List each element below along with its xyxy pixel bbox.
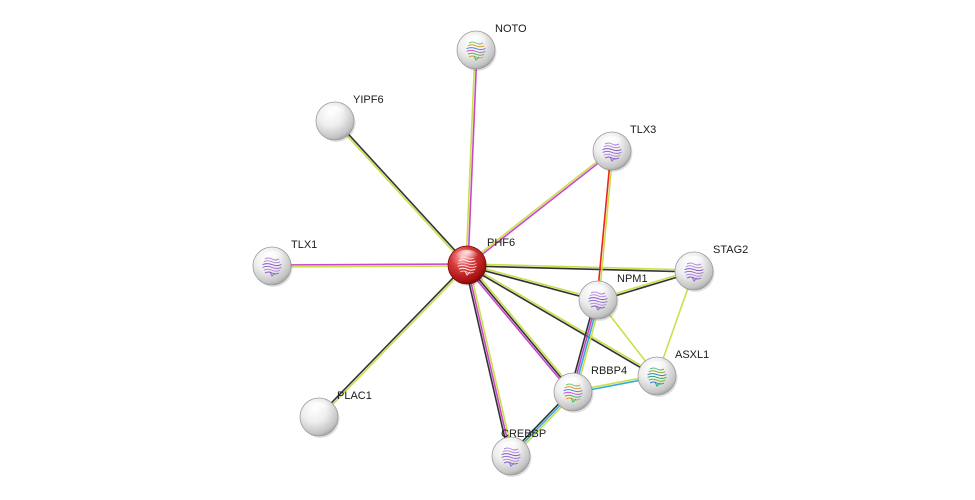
- edge-strand-experiments: [466, 150, 614, 267]
- node-highlight: [682, 255, 706, 270]
- node-highlight: [323, 105, 347, 120]
- node-label: YIPF6: [353, 94, 384, 106]
- node-crebbp[interactable]: CREBBP: [491, 428, 546, 477]
- node-highlight: [561, 376, 585, 391]
- edge-strand-textmining: [465, 149, 613, 266]
- edge-strand-experiments: [467, 49, 478, 266]
- edge-strand-experiments: [466, 264, 512, 457]
- edge-phf6-yipf6[interactable]: [333, 119, 469, 267]
- edge-phf6-npm1[interactable]: [465, 263, 600, 302]
- edge-tlx3-npm1[interactable]: [596, 150, 614, 301]
- node-noto[interactable]: NOTO: [456, 23, 527, 71]
- node-yipf6[interactable]: YIPF6: [315, 94, 384, 142]
- edge-phf6-rbbp4[interactable]: [464, 262, 576, 395]
- edge-strand-experiments: [271, 263, 468, 266]
- edge-phf6-noto[interactable]: [465, 49, 478, 266]
- edge-strand-textmining: [467, 262, 576, 392]
- edge-strand-textmining: [468, 263, 514, 457]
- edge-strand-textmining: [318, 264, 469, 419]
- node-highlight: [260, 250, 284, 265]
- node-highlight: [645, 360, 669, 375]
- edge-strand-textmining: [466, 263, 659, 376]
- edge-strand-coexpression: [466, 265, 695, 273]
- node-label: PHF6: [487, 237, 515, 249]
- edge-strand-experiments: [464, 265, 573, 395]
- node-label: ASXL1: [675, 349, 709, 361]
- edge-strand-fusion: [596, 150, 612, 301]
- edge-phf6-crebbp[interactable]: [464, 263, 514, 458]
- node-tlx1[interactable]: TLX1: [252, 239, 317, 287]
- edge-strand-coexpression: [466, 264, 574, 393]
- node-highlight: [586, 284, 610, 299]
- edge-strand-coexpression: [317, 263, 468, 418]
- node-label: CREBBP: [501, 428, 546, 440]
- node-label: TLX1: [291, 239, 317, 251]
- node-label: NPM1: [617, 273, 648, 285]
- edge-phf6-tlx1[interactable]: [271, 263, 468, 268]
- node-label: TLX3: [630, 124, 656, 136]
- node-highlight: [600, 135, 624, 150]
- node-label: NOTO: [495, 23, 527, 35]
- edges-layer: [271, 49, 696, 459]
- edge-strand-textmining: [466, 263, 600, 300]
- node-label: STAG2: [713, 244, 748, 256]
- node-highlight: [455, 249, 479, 264]
- edge-strand-coexpression: [464, 264, 510, 458]
- node-phf6[interactable]: PHF6: [447, 237, 515, 286]
- edge-strand-textmining: [466, 263, 695, 271]
- edge-strand-textmining: [333, 120, 468, 267]
- edge-strand-textmining: [598, 150, 614, 301]
- node-label: PLAC1: [337, 390, 372, 402]
- edge-strand-textmining: [271, 265, 468, 268]
- node-plac1[interactable]: PLAC1: [299, 390, 372, 438]
- edge-strand-coexpression: [465, 265, 599, 302]
- edge-phf6-tlx3[interactable]: [465, 149, 614, 267]
- node-label: RBBP4: [591, 365, 627, 377]
- edge-phf6-stag2[interactable]: [466, 263, 695, 273]
- edge-strand-textmining: [465, 49, 476, 266]
- node-highlight: [464, 34, 488, 49]
- node-tlx3[interactable]: TLX3: [592, 124, 656, 172]
- node-stag2[interactable]: STAG2: [674, 244, 748, 292]
- edge-strand-coexpression: [334, 119, 469, 266]
- edge-strand-coexpression: [465, 265, 658, 378]
- node-npm1[interactable]: NPM1: [578, 273, 648, 321]
- node-highlight: [307, 401, 331, 416]
- node-asxl1[interactable]: ASXL1: [637, 349, 709, 397]
- node-highlight: [499, 440, 523, 455]
- node-rbbp4[interactable]: RBBP4: [553, 365, 627, 413]
- edge-phf6-asxl1[interactable]: [465, 263, 659, 378]
- edge-phf6-plac1[interactable]: [317, 263, 469, 419]
